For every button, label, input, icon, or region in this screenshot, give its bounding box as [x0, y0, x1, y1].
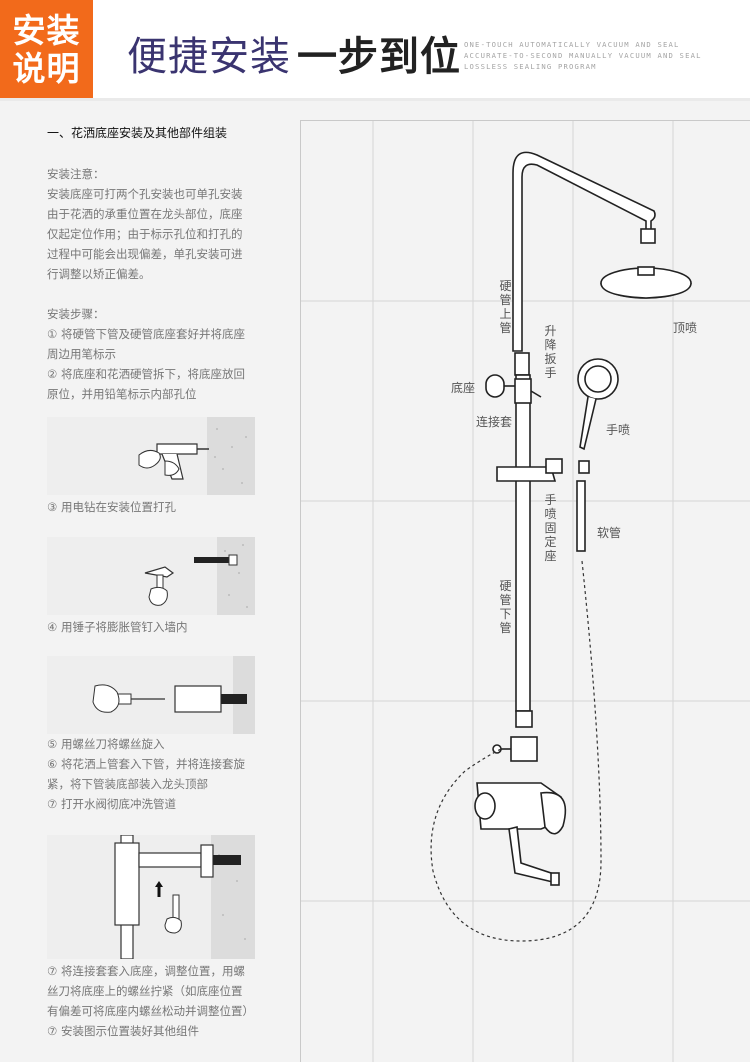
title-bold: 一步到位 — [297, 34, 461, 80]
shower-diagram: 硬管上管 升降扳手 底座 连接套 顶喷 手喷 手喷固定座 软管 硬管下管 — [300, 120, 750, 1062]
label-top-spray: 顶喷 — [673, 321, 698, 335]
caption-line: ⑦ 将连接套套入底座，调整位置，用螺 — [47, 964, 245, 978]
install-steps: 安装步骤： ① 将硬管下管及硬管底座套好并将底座 周边用笔标示 ② 将底座和花洒… — [47, 304, 267, 404]
caption-step-7: ⑦ 将连接套套入底座，调整位置，用螺 丝刀将底座上的螺丝拧紧（如底座位置 有偏差… — [47, 961, 267, 1041]
page-title: 便捷安装一步到位 — [127, 24, 461, 82]
subtitle-line: ONE-TOUCH AUTOMATICALLY VACUUM AND SEAL — [464, 40, 680, 49]
subtitle-line: LOSSLESS SEALING PROGRAM — [464, 62, 597, 71]
page-header: 安装 说明 便捷安装一步到位 ONE-TOUCH AUTOMATICALLY V… — [0, 0, 750, 101]
shower-parts-drawing — [301, 121, 750, 1062]
caption-line: 紧，将下管装底部装入龙头顶部 — [47, 777, 208, 791]
steps-title: 安装步骤： — [47, 307, 105, 321]
label-hard-upper: 硬管上管 — [499, 279, 512, 335]
label-connector: 连接套 — [476, 415, 513, 429]
caption-line: 有偏差可将底座内螺丝松动并调整位置） — [47, 1004, 254, 1018]
label-hard-lower: 硬管下管 — [499, 579, 512, 635]
step-line: ① 将硬管下管及硬管底座套好并将底座 — [47, 327, 245, 341]
badge-line-1: 安装 — [12, 11, 81, 50]
header-subtitle: ONE-TOUCH AUTOMATICALLY VACUUM AND SEAL … — [464, 39, 744, 72]
caption-step-4: ④ 用锤子将膨胀管钉入墙内 — [47, 620, 188, 634]
label-holder: 手喷固定座 — [544, 493, 557, 563]
install-note: 安装注意： 安装底座可打两个孔安装也可单孔安装 由于花洒的承重位置在龙头部位，底… — [47, 164, 263, 284]
screwdriver-illustration — [47, 656, 255, 734]
caption-line: ⑦ 安装图示位置装好其他组件 — [47, 1024, 199, 1038]
drill-illustration — [47, 417, 255, 495]
subtitle-line: ACCURATE-TO-SECOND MANUALLY VACUUM AND S… — [464, 51, 702, 60]
hammer-illustration — [47, 537, 255, 615]
caption-line: 丝刀将底座上的螺丝拧紧（如底座位置 — [47, 984, 243, 998]
step-line: 原位，并用铅笔标示内部孔位 — [47, 387, 197, 401]
note-line: 安装底座可打两个孔安装也可单孔安装 — [47, 187, 243, 201]
label-hose: 软管 — [597, 526, 622, 540]
title-light: 便捷安装 — [127, 34, 291, 80]
section-badge: 安装 说明 — [0, 0, 93, 100]
section-heading: 一、花洒底座安装及其他部件组装 — [47, 126, 228, 140]
badge-line-2: 说明 — [12, 49, 81, 88]
label-base: 底座 — [451, 381, 476, 395]
caption-line: ⑥ 将花洒上管套入下管，并将连接套旋 — [47, 757, 245, 771]
step-line: ② 将底座和花洒硬管拆下，将底座放回 — [47, 367, 245, 381]
caption-step-3: ③ 用电钻在安装位置打孔 — [47, 500, 176, 514]
note-line: 行调整以矫正偏差。 — [47, 267, 151, 281]
caption-steps-5-7: ⑤ 用螺丝刀将螺丝旋入 ⑥ 将花洒上管套入下管，并将连接套旋 紧，将下管装底部装… — [47, 734, 267, 814]
note-line: 仅起定位作用；由于标示孔位和打孔的 — [47, 227, 243, 241]
label-hand-spray: 手喷 — [606, 423, 631, 437]
note-line: 由于花洒的承重位置在龙头部位，底座 — [47, 207, 243, 221]
note-line: 过程中可能会出现偏差，单孔安装可进 — [47, 247, 243, 261]
note-title: 安装注意： — [47, 167, 105, 181]
caption-line: ⑦ 打开水阀彻底冲洗管道 — [47, 797, 176, 811]
base-assembly-illustration — [47, 835, 255, 959]
step-line: 周边用笔标示 — [47, 347, 116, 361]
header-divider — [0, 98, 750, 101]
caption-line: ⑤ 用螺丝刀将螺丝旋入 — [47, 737, 165, 751]
label-lift-wrench: 升降扳手 — [544, 324, 557, 380]
